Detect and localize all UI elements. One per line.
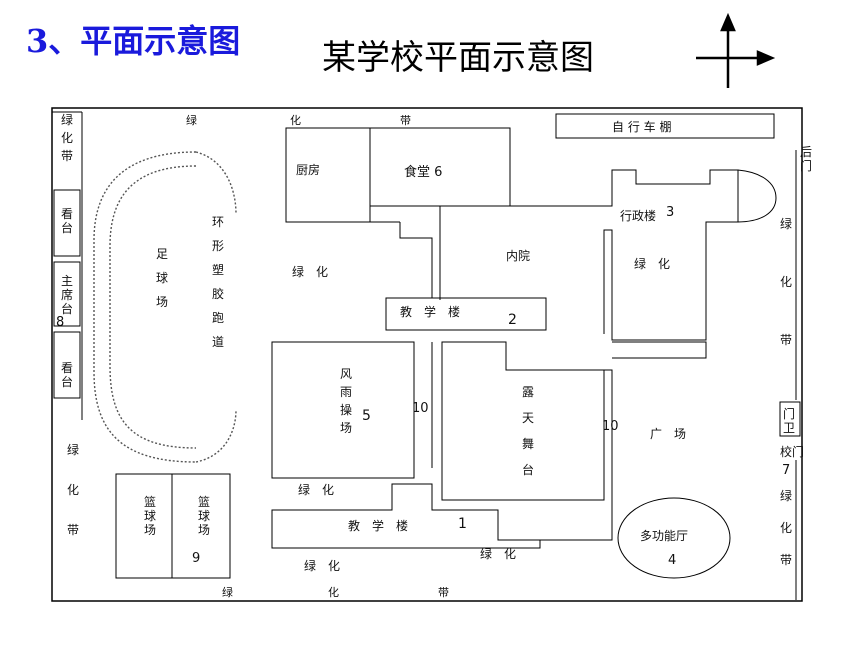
weather-court	[271, 341, 415, 479]
teaching-building-2-label: 教 学 楼	[400, 304, 460, 319]
weather-court-label: 雨	[340, 385, 352, 399]
gate-guard	[779, 401, 801, 437]
main-stand-label: 主	[61, 274, 73, 288]
green-under-2-label: 绿 化	[304, 558, 340, 573]
weather-court-label: 风	[340, 367, 352, 381]
basketball-court-1-label: 篮	[144, 494, 156, 509]
running-track-label: 环	[212, 215, 224, 229]
basketball-courts-number: 9	[192, 551, 200, 566]
stand-bottom-label: 台	[61, 374, 73, 389]
kitchen-label: 厨房	[296, 162, 320, 177]
green-belt-bottom-label: 带	[438, 586, 449, 599]
teaching-building-1	[271, 483, 541, 549]
basketball-court-2-label: 篮	[198, 494, 210, 509]
section-heading: 3、平面示意图	[26, 22, 241, 60]
campus-boundary	[51, 107, 803, 602]
stand-top-label: 看	[61, 207, 73, 221]
weather-court-label: 场	[340, 421, 352, 435]
green-right-label: 化	[780, 275, 792, 289]
multi-function-hall-number: 4	[668, 553, 676, 568]
green-right-bottom-label: 带	[780, 553, 792, 567]
open-air-stage-label: 台	[522, 462, 534, 477]
compass-icon	[696, 12, 776, 88]
back-gate-label: 门	[800, 158, 812, 173]
main-stand-number: 8	[56, 315, 64, 330]
basketball-courts	[115, 473, 231, 579]
green-belt-top-label: 带	[400, 114, 411, 127]
basketball-court-1-label: 场	[144, 523, 156, 537]
green-under-1-label: 绿 化	[480, 546, 516, 561]
running-track-label: 跑	[212, 311, 224, 325]
main-stand-label: 台	[61, 301, 73, 316]
back-gate-label: 后	[800, 145, 812, 159]
admin-building-label: 行政楼	[620, 208, 656, 223]
teaching-building-1-label: 教 学 楼	[348, 518, 408, 533]
main-stand	[53, 261, 81, 327]
stand-bottom-label: 看	[61, 361, 73, 375]
basketball-court-2-label: 场	[198, 523, 210, 537]
running-track-label: 形	[212, 239, 224, 253]
green-right-bottom-label: 绿	[780, 488, 792, 503]
green-right-label: 带	[780, 333, 792, 347]
stand-top	[53, 189, 81, 257]
inner-yard-label: 内院	[506, 249, 530, 263]
green-belt-left-bottom-label: 化	[67, 483, 79, 497]
multi-function-hall-label: 多功能厅	[640, 529, 688, 543]
num-10-b: 10	[602, 419, 619, 434]
open-air-stage-label: 天	[522, 411, 534, 425]
stand-top-label: 台	[61, 220, 73, 235]
gate-guard-label: 卫	[783, 421, 795, 435]
green-small-label: 绿 化	[298, 482, 334, 497]
football-field-label: 足	[156, 247, 168, 261]
teaching-building-2-number: 2	[508, 312, 517, 328]
green-belt-top-label: 绿	[186, 113, 197, 127]
admin-building	[440, 169, 739, 341]
green-belt-left-bottom-label: 绿	[67, 442, 79, 457]
basketball-court-1-label: 球	[144, 509, 156, 523]
teaching-building-1-number: 1	[458, 516, 467, 532]
admin-building-number: 3	[666, 205, 674, 220]
weather-court-label: 操	[340, 402, 352, 417]
green-belt-bottom-label: 化	[328, 585, 339, 599]
green-belt-left-top-label: 带	[61, 149, 73, 163]
num-10-a: 10	[412, 401, 429, 416]
teaching-building-2	[385, 297, 547, 331]
square-label: 广 场	[650, 427, 686, 441]
running-track	[93, 151, 197, 463]
bike-shed-label: 自 行 车 棚	[612, 119, 671, 134]
green-mid-right-label: 绿 化	[634, 256, 670, 271]
back-gate	[737, 169, 777, 223]
multi-function-hall	[617, 497, 731, 579]
weather-court-number: 5	[362, 408, 371, 424]
running-track-label: 胶	[212, 286, 224, 301]
green-right-bottom-label: 化	[780, 521, 792, 535]
page-title: 某学校平面示意图	[322, 38, 594, 78]
open-air-stage-label: 露	[522, 385, 534, 399]
basketball-court-2-label: 球	[198, 509, 210, 523]
running-track-label: 道	[212, 335, 224, 349]
main-stand-label: 席	[61, 287, 73, 302]
stand-bottom	[53, 331, 81, 399]
green-belt-left-top-label: 化	[61, 131, 73, 145]
green-belt-bottom-label: 绿	[222, 585, 233, 599]
open-air-stage-label: 舞	[522, 437, 534, 451]
school-gate-number: 7	[782, 463, 790, 478]
running-track-label: 塑	[212, 262, 224, 277]
green-right-label: 绿	[780, 216, 792, 231]
gate-guard-label: 门	[783, 406, 795, 421]
canteen-label: 食堂 6	[404, 164, 442, 180]
school-gate-label: 校门	[780, 444, 804, 459]
green-belt-left-top-label: 绿	[61, 112, 73, 127]
football-field-label: 场	[156, 295, 168, 309]
football-field-label: 球	[156, 271, 168, 285]
bike-shed	[555, 113, 775, 139]
green-mid-left-label: 绿 化	[292, 264, 328, 279]
green-belt-top-label: 化	[290, 113, 301, 127]
green-belt-left-bottom-label: 带	[67, 523, 79, 537]
